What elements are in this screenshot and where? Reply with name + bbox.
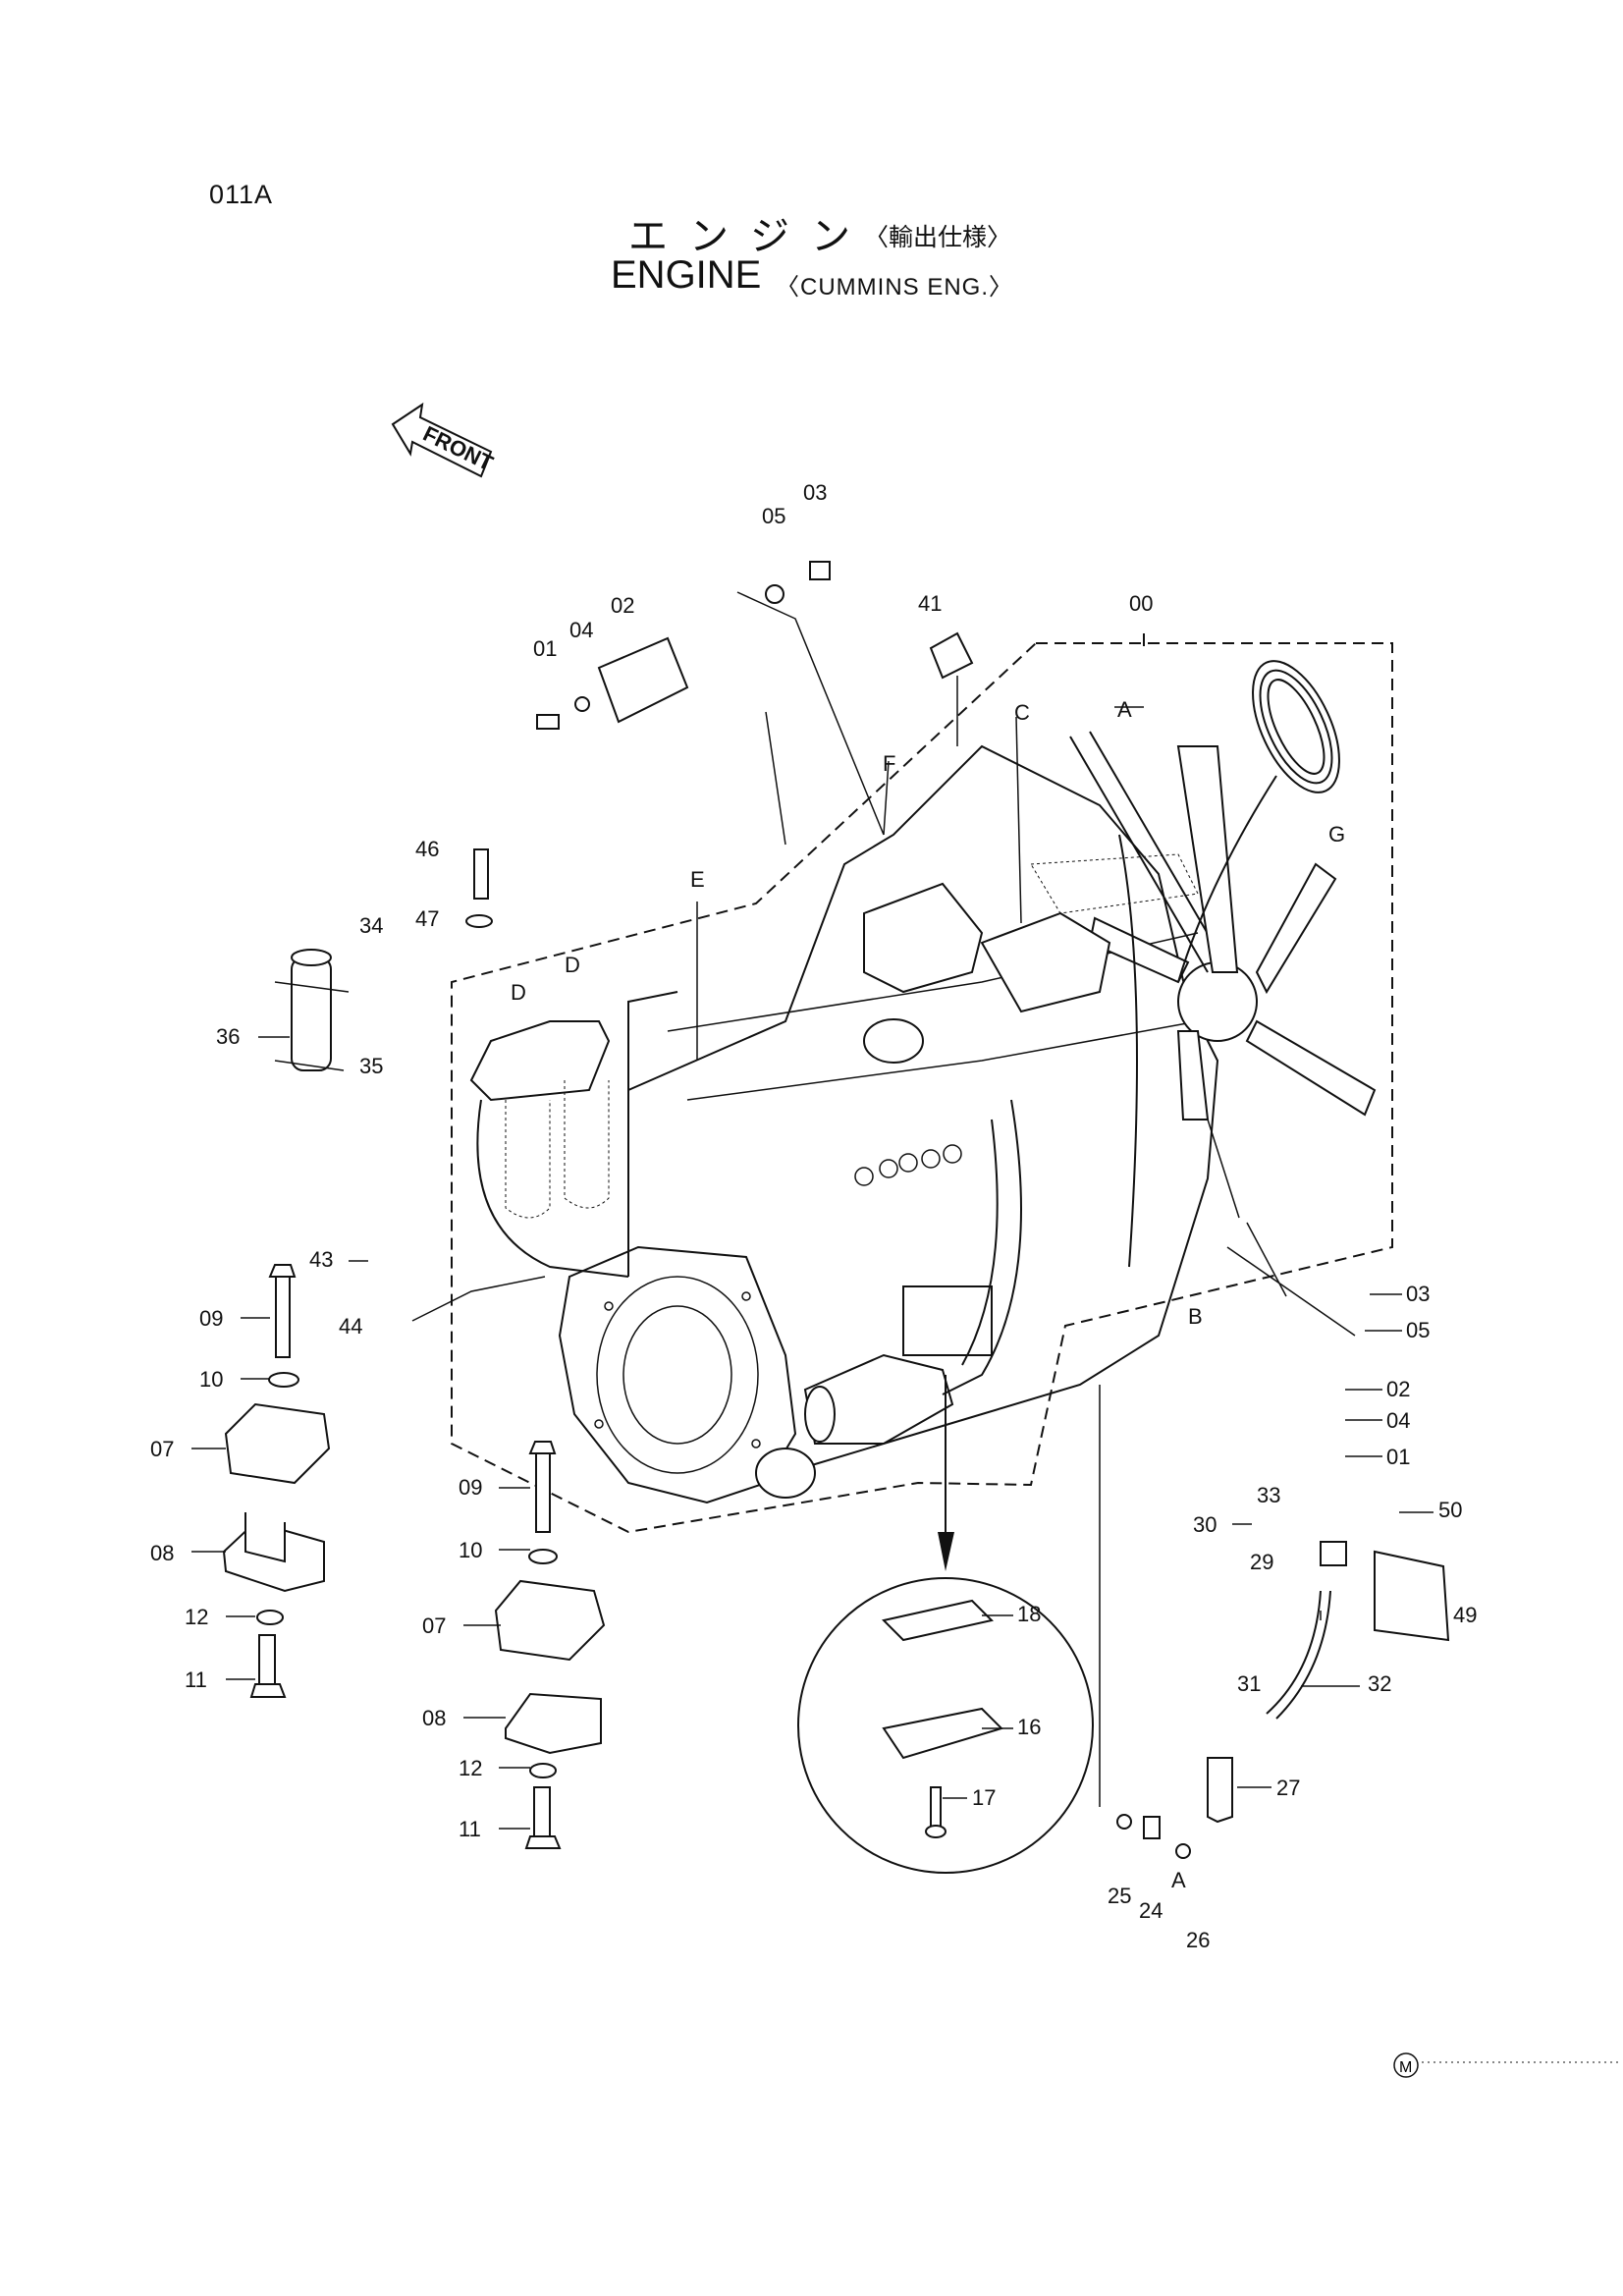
- top-small-parts: [465, 561, 974, 928]
- label-34: 34: [359, 913, 383, 938]
- turbocharger: [863, 853, 1199, 1064]
- label-A-fitting: A: [1171, 1868, 1186, 1892]
- label-25: 25: [1108, 1884, 1131, 1908]
- label-12-left: 12: [185, 1605, 208, 1629]
- svg-text:M: M: [1399, 2059, 1412, 2076]
- label-B: B: [1188, 1304, 1203, 1329]
- label-12-mid: 12: [459, 1756, 482, 1780]
- label-11-mid: 11: [459, 1817, 481, 1841]
- title-japanese-subtitle: 〈輸出仕様〉: [864, 223, 1012, 251]
- title-english: ENGINE: [611, 253, 762, 297]
- footer-m-mark: M: [1393, 2052, 1620, 2078]
- label-16: 16: [1017, 1715, 1041, 1739]
- label-ticks: [191, 1036, 1434, 1830]
- label-47: 47: [415, 906, 439, 931]
- left-engine-mount: [222, 1264, 331, 1698]
- page-code: 011A: [209, 180, 274, 209]
- front-arrow-label: FRONT: [419, 421, 498, 476]
- detail-circle: [797, 1375, 1094, 1874]
- label-07-mid: 07: [422, 1613, 446, 1638]
- front-arrow-icon: FRONT: [391, 402, 498, 478]
- cooling-fan: [1069, 731, 1377, 1121]
- label-03-right: 03: [1406, 1282, 1430, 1306]
- label-36: 36: [216, 1024, 240, 1049]
- label-08-left: 08: [150, 1541, 174, 1565]
- label-35: 35: [359, 1054, 383, 1078]
- label-09-left: 09: [199, 1306, 223, 1331]
- label-10-mid: 10: [459, 1538, 482, 1562]
- leader-lines: [411, 591, 1356, 1807]
- label-33: 33: [1257, 1483, 1280, 1507]
- oil-filters: [469, 1020, 629, 1278]
- starter-motor: [755, 1353, 954, 1499]
- assembly-boundary: [451, 642, 1393, 1534]
- label-D-left: D: [511, 980, 526, 1005]
- label-02-right: 02: [1386, 1377, 1410, 1401]
- title-english-subtitle: 〈CUMMINS ENG.〉: [776, 274, 1013, 301]
- label-24: 24: [1139, 1898, 1163, 1923]
- label-00: 00: [1129, 591, 1153, 616]
- label-11-left: 11: [185, 1667, 207, 1692]
- label-31: 31: [1237, 1671, 1261, 1696]
- label-E: E: [690, 867, 705, 892]
- label-03-top: 03: [803, 480, 827, 505]
- fan-belt: [1177, 660, 1340, 983]
- label-10-left: 10: [199, 1367, 223, 1392]
- label-05-right: 05: [1406, 1318, 1430, 1342]
- label-01-top: 01: [533, 636, 557, 661]
- canister-36: [274, 949, 350, 1071]
- label-F: F: [883, 751, 895, 776]
- label-30: 30: [1193, 1512, 1217, 1537]
- title-japanese: エンジン: [628, 214, 872, 259]
- label-05-top: 05: [762, 504, 785, 528]
- label-50: 50: [1438, 1498, 1462, 1522]
- label-27: 27: [1276, 1776, 1300, 1800]
- center-engine-mount: [494, 1441, 606, 1849]
- label-02-top: 02: [611, 593, 634, 618]
- label-A-belt: A: [1117, 697, 1132, 722]
- label-04-right: 04: [1386, 1408, 1410, 1433]
- label-44: 44: [339, 1314, 362, 1339]
- label-04-top: 04: [569, 618, 593, 642]
- label-41: 41: [918, 591, 942, 616]
- label-18: 18: [1017, 1602, 1041, 1626]
- label-49: 49: [1453, 1603, 1477, 1627]
- label-32: 32: [1368, 1671, 1391, 1696]
- label-D-right: D: [565, 953, 580, 977]
- label-07-left: 07: [150, 1437, 174, 1461]
- label-08-mid: 08: [422, 1706, 446, 1730]
- label-26: 26: [1186, 1928, 1210, 1952]
- label-29: 29: [1250, 1550, 1273, 1574]
- label-C: C: [1014, 700, 1030, 725]
- label-46: 46: [415, 837, 439, 861]
- harness-lines: [627, 834, 1138, 1395]
- label-01-right: 01: [1386, 1445, 1410, 1469]
- label-09-mid: 09: [459, 1475, 482, 1500]
- label-43: 43: [309, 1247, 333, 1272]
- right-fittings: [1116, 1541, 1450, 1859]
- label-G: G: [1328, 822, 1345, 847]
- label-17: 17: [972, 1785, 996, 1810]
